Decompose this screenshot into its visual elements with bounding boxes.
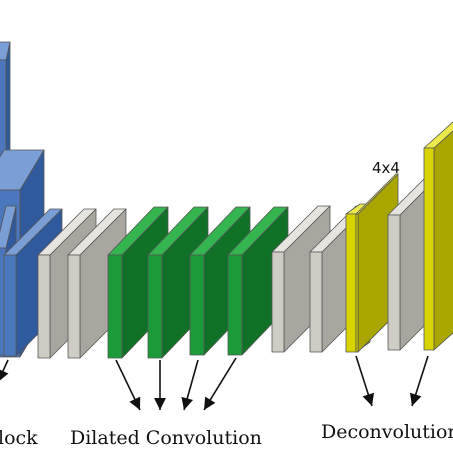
green-layer-1-front <box>107 254 123 359</box>
arrow-dilated-2 <box>154 360 166 410</box>
arrow-deconv-2-head <box>409 392 422 406</box>
arrow-dilated-1-head <box>129 396 141 410</box>
gray-layer-3-front <box>271 251 285 353</box>
arrow-dilated-4 <box>203 357 237 411</box>
arrow-dilated-2-head <box>154 398 166 410</box>
arrow-deconv-2 <box>409 355 429 407</box>
arrow-block-head <box>0 369 9 381</box>
size-annotation: 4x4 <box>372 159 400 177</box>
arrow-block <box>0 359 9 381</box>
yellow-layer-2-side <box>433 130 453 351</box>
arrow-dilated-1 <box>115 359 141 411</box>
yellow-layer-2-front <box>423 147 435 351</box>
yellow-layer-1-front <box>345 213 357 353</box>
deconvolution-label: Deconvolution <box>321 421 453 443</box>
arrow-group <box>0 355 429 411</box>
layer-group <box>0 41 453 359</box>
yellow-layer-1b-front <box>355 213 359 353</box>
gray-layer-4-front <box>309 251 323 353</box>
arrow-deconv-1 <box>355 355 375 407</box>
green-layer-4-front <box>227 254 243 356</box>
arrow-dilated-4-head <box>204 396 216 410</box>
arrow-block-shaft <box>0 359 9 380</box>
gray-layer-5-front <box>387 214 401 351</box>
gray-layer-2-front <box>67 254 81 359</box>
dilated-convolution-label: Dilated Convolution <box>70 427 262 449</box>
arrow-dilated-3 <box>181 359 199 411</box>
blue-layer-4-front <box>3 254 17 357</box>
green-layer-2-front <box>147 254 163 359</box>
green-layer-3-front <box>189 254 205 356</box>
gray-layer-1-front <box>37 254 51 359</box>
block-label: lock <box>0 427 38 449</box>
blue-layer-1-top <box>0 41 11 61</box>
arrow-deconv-1-head <box>362 392 375 406</box>
arrow-dilated-3-head <box>181 396 194 410</box>
yellow-layer-2 <box>423 121 453 351</box>
